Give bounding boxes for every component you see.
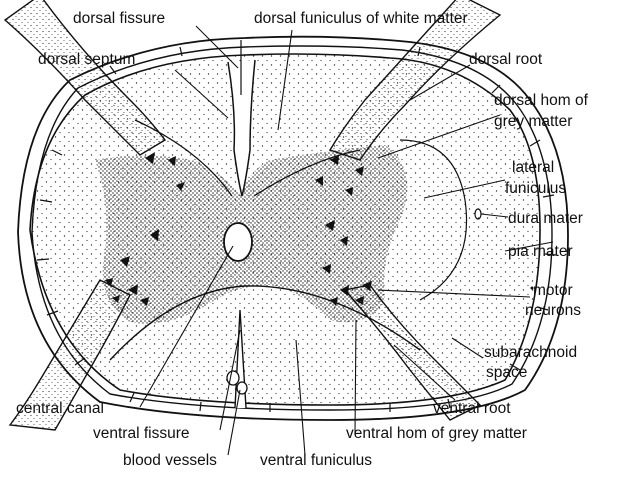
label-dorsal-horn-line-2: grey matter xyxy=(494,113,572,130)
label-dorsal-fissure: dorsal fissure xyxy=(73,10,165,27)
label-ventral-root: ventral root xyxy=(433,400,511,417)
label-ventral-horn: ventral hom of grey matter xyxy=(346,425,527,442)
label-subarachnoid-line-1: subarachnoid xyxy=(484,344,577,361)
label-central-canal: central canal xyxy=(16,400,104,417)
label-dorsal-funiculus: dorsal funiculus of white matter xyxy=(254,10,468,27)
label-lateral-funiculus-line-2: funiculus xyxy=(505,180,566,197)
label-pia-mater: pia mater xyxy=(508,243,573,260)
label-ventral-funiculus: ventral funiculus xyxy=(260,452,372,469)
label-ventral-fissure: ventral fissure xyxy=(93,425,189,442)
label-dorsal-root: dorsal root xyxy=(469,51,542,68)
label-dorsal-septum: dorsal septum xyxy=(38,51,135,68)
label-dura-mater: dura mater xyxy=(508,210,583,227)
label-blood-vessels: blood vessels xyxy=(123,452,217,469)
label-motor-neurons-line-2: neurons xyxy=(525,302,581,319)
label-subarachnoid-line-2: space xyxy=(486,364,527,381)
label-dorsal-horn-line-1: dorsal hom of xyxy=(494,92,588,109)
label-lateral-funiculus-line-1: lateral xyxy=(512,159,554,176)
label-motor-neurons-line-1: motor xyxy=(533,282,573,299)
